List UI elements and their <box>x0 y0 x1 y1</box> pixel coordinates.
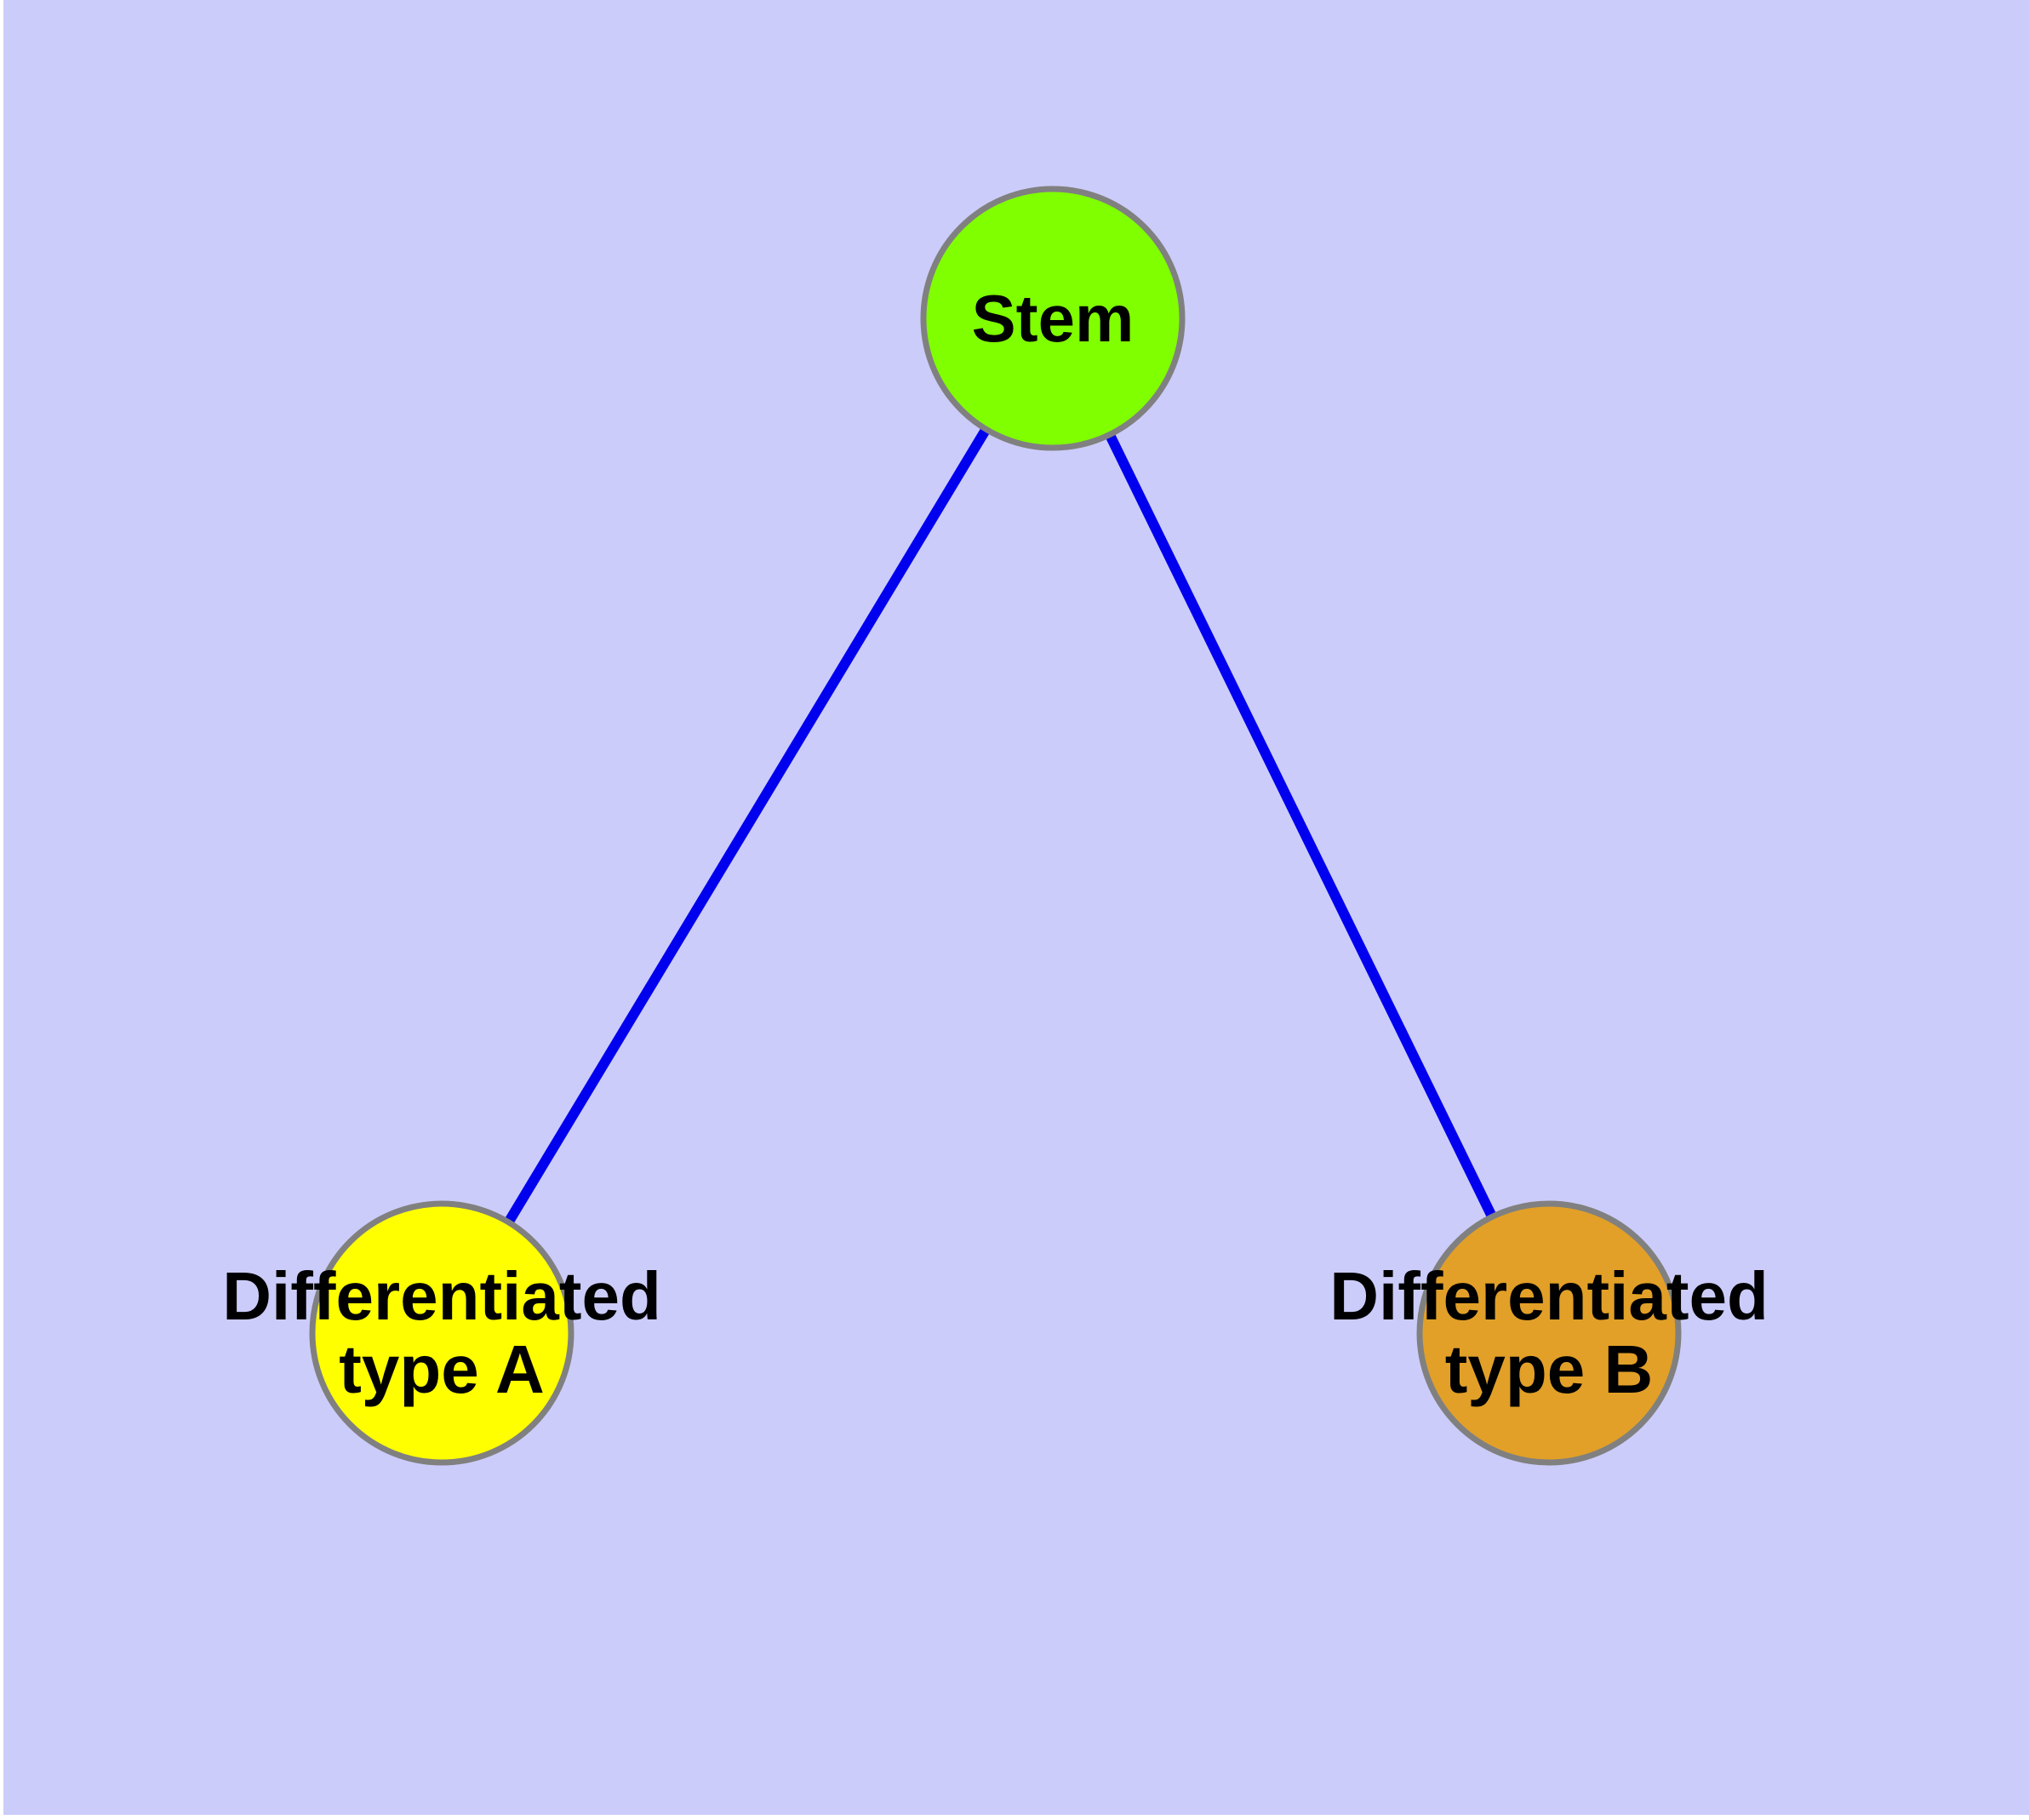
node-differentiated-type-a[interactable] <box>309 1200 574 1466</box>
edge-stem-to-differentiated-type-b[interactable] <box>1105 432 1497 1220</box>
edge-layer <box>504 426 1497 1225</box>
node-layer <box>309 186 1682 1466</box>
edge-stem-to-differentiated-type-a[interactable] <box>504 426 991 1225</box>
node-differentiated-type-b[interactable] <box>1416 1200 1682 1466</box>
node-stem[interactable] <box>920 186 1186 451</box>
